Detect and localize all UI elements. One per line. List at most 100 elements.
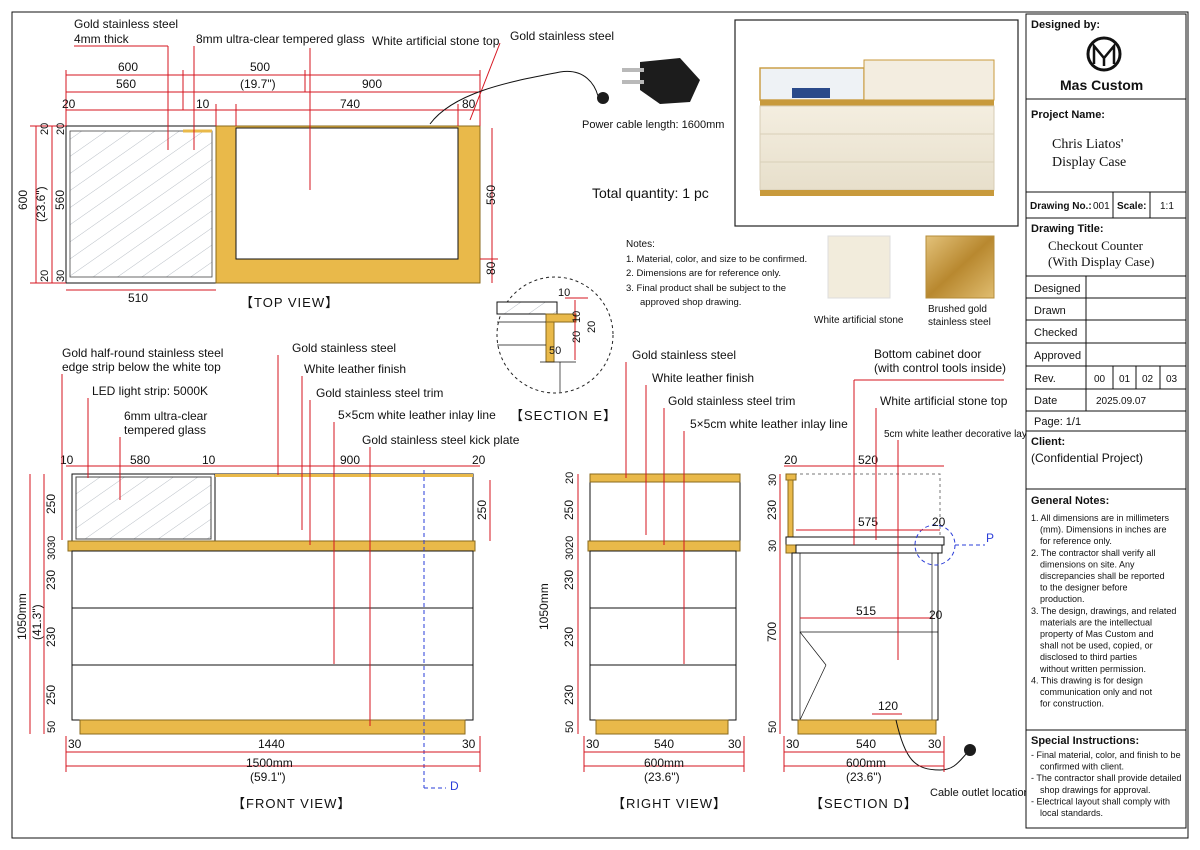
callout-gold-steel: Gold stainless steel xyxy=(74,17,178,31)
secD-b540: 540 xyxy=(856,737,876,751)
notes-block: Notes: 1. Material, color, and size to b… xyxy=(626,239,807,308)
tb-logo-text: Mas Custom xyxy=(1060,77,1143,93)
top-stone-surface xyxy=(235,127,459,260)
secE-dim-10b: 10 xyxy=(571,311,583,323)
plug-icon xyxy=(597,40,708,112)
dim-top-v560r: 560 xyxy=(484,185,498,205)
dim-top-v23-6: (23.6") xyxy=(34,186,48,222)
general-notes-list: 1. All dimensions are in millimeters (mm)… xyxy=(1031,513,1176,709)
right-v230c: 230 xyxy=(562,685,576,705)
dim-top-80: 80 xyxy=(462,97,476,111)
tb-rev-00: 00 xyxy=(1094,374,1106,385)
right-v50: 50 xyxy=(564,721,576,733)
front-dim-20: 20 xyxy=(472,453,486,467)
dim-top-v20c: 20 xyxy=(39,270,51,282)
callout-right-gold: Gold stainless steel xyxy=(632,348,736,362)
dim-top-19-7: (19.7") xyxy=(240,77,276,91)
callout-front-trim: Gold stainless steel trim xyxy=(316,386,443,400)
right-b30a: 30 xyxy=(586,737,600,751)
tb-rev-03: 03 xyxy=(1166,374,1178,385)
callout-right-leather: White leather finish xyxy=(652,371,754,385)
tb-drawing-no: 001 xyxy=(1093,201,1110,212)
secD-v50: 50 xyxy=(767,721,779,733)
right-v250: 250 xyxy=(562,500,576,520)
right-b30b: 30 xyxy=(728,737,742,751)
section-d-title: 【SECTION D】 xyxy=(810,796,918,811)
front-b1500: 1500mm xyxy=(246,756,293,770)
general-note-line-15: communication only and not xyxy=(1040,687,1153,697)
general-note-line-10: property of Mas Custom and xyxy=(1040,629,1154,639)
total-quantity: Total quantity: 1 pc xyxy=(592,185,709,201)
tb-page: Page: 1/1 xyxy=(1034,416,1081,428)
callout-secD-door: Bottom cabinet door xyxy=(874,347,981,361)
dim-top-v560: 560 xyxy=(53,190,67,210)
callout-secD-layer: 5cm white leather decorative layer xyxy=(884,429,1036,440)
right-v30: 30 xyxy=(564,548,576,560)
front-dim-10b: 10 xyxy=(202,453,216,467)
tb-row-checked: Checked xyxy=(1034,327,1077,339)
dim-top-900: 900 xyxy=(362,77,382,91)
front-v30b: 30 xyxy=(46,548,58,560)
callout-glass: 8mm ultra-clear tempered glass xyxy=(196,32,365,46)
front-v30: 30 xyxy=(46,536,58,548)
swatch-label-gold2: stainless steel xyxy=(928,317,991,328)
dim-top-v20a: 20 xyxy=(39,123,51,135)
secD-v30b: 30 xyxy=(767,540,779,552)
section-e-title: 【SECTION E】 xyxy=(510,408,617,423)
dim-top-v80r: 80 xyxy=(484,261,498,275)
special-note-line-0: - Final material, color, and finish to b… xyxy=(1031,750,1181,760)
section-e: 10 10 20 20 50 【SECTION E】 xyxy=(496,276,617,423)
dim-top-740: 740 xyxy=(340,97,360,111)
general-note-line-2: for reference only. xyxy=(1040,536,1112,546)
tb-project-name-1: Chris Liatos' xyxy=(1052,137,1123,152)
secD-b600: 600mm xyxy=(846,756,886,770)
tb-rev-label: Rev. xyxy=(1034,373,1056,385)
callout-half-round: Gold half-round stainless steel xyxy=(62,346,223,360)
callout-front-gold: Gold stainless steel xyxy=(292,341,396,355)
front-v250r: 250 xyxy=(475,500,489,520)
tb-client: (Confidential Project) xyxy=(1031,451,1143,465)
tb-date-label: Date xyxy=(1034,395,1057,407)
dim-top-500: 500 xyxy=(250,60,270,74)
front-v230b: 230 xyxy=(44,627,58,647)
right-view: 20 250 20 30 230 230 230 50 1050mm 30 54… xyxy=(537,348,848,811)
general-note-line-0: 1. All dimensions are in millimeters xyxy=(1031,513,1170,523)
general-note-line-4: dimensions on site. Any xyxy=(1040,559,1135,569)
dim-top-510: 510 xyxy=(128,291,148,305)
tb-date: 2025.09.07 xyxy=(1096,396,1146,407)
secD-d120: 120 xyxy=(878,699,898,713)
front-b30b: 30 xyxy=(462,737,476,751)
front-view: D 10 580 10 900 20 250 30 30 230 230 250… xyxy=(15,341,520,811)
tb-rev-02: 02 xyxy=(1142,374,1154,385)
front-dim-900: 900 xyxy=(340,453,360,467)
right-view-title: 【RIGHT VIEW】 xyxy=(612,796,727,811)
callout-gold-thick: 4mm thick xyxy=(74,32,130,46)
general-note-line-8: 3. The design, drawings, and related xyxy=(1031,606,1176,616)
callout-front-leather: White leather finish xyxy=(304,362,406,376)
general-note-line-14: 4. This drawing is for design xyxy=(1031,675,1143,685)
secD-b23-6: (23.6") xyxy=(846,770,882,784)
tb-designed-by: Designed by: xyxy=(1031,19,1100,31)
secD-b30b: 30 xyxy=(928,737,942,751)
tb-client-label: Client: xyxy=(1031,436,1065,448)
secD-d20: 20 xyxy=(784,453,798,467)
tb-drawing-no-label: Drawing No.: xyxy=(1030,201,1092,212)
tb-drawing-title-2: (With Display Case) xyxy=(1048,254,1154,269)
dim-top-v20b: 20 xyxy=(55,123,67,135)
right-v20: 20 xyxy=(564,472,576,484)
tb-special-title: Special Instructions: xyxy=(1031,735,1139,747)
tb-rev-01: 01 xyxy=(1119,374,1131,385)
general-note-line-1: (mm). Dimensions in inches are xyxy=(1040,525,1167,535)
note-3b: approved shop drawing. xyxy=(640,297,741,308)
note-3: 3. Final product shall be subject to the xyxy=(626,283,786,294)
right-v230a: 230 xyxy=(562,570,576,590)
tb-row-drawn: Drawn xyxy=(1034,305,1066,317)
tb-project-name-label: Project Name: xyxy=(1031,109,1105,121)
callout-led: LED light strip: 5000K xyxy=(92,384,208,398)
secE-dim-10: 10 xyxy=(558,287,570,299)
callout-stone-top: White artificial stone top xyxy=(372,34,500,48)
front-b1440: 1440 xyxy=(258,737,285,751)
special-note-line-3: shop drawings for approval. xyxy=(1040,785,1151,795)
front-dim-10a: 10 xyxy=(60,453,74,467)
front-v230a: 230 xyxy=(44,570,58,590)
